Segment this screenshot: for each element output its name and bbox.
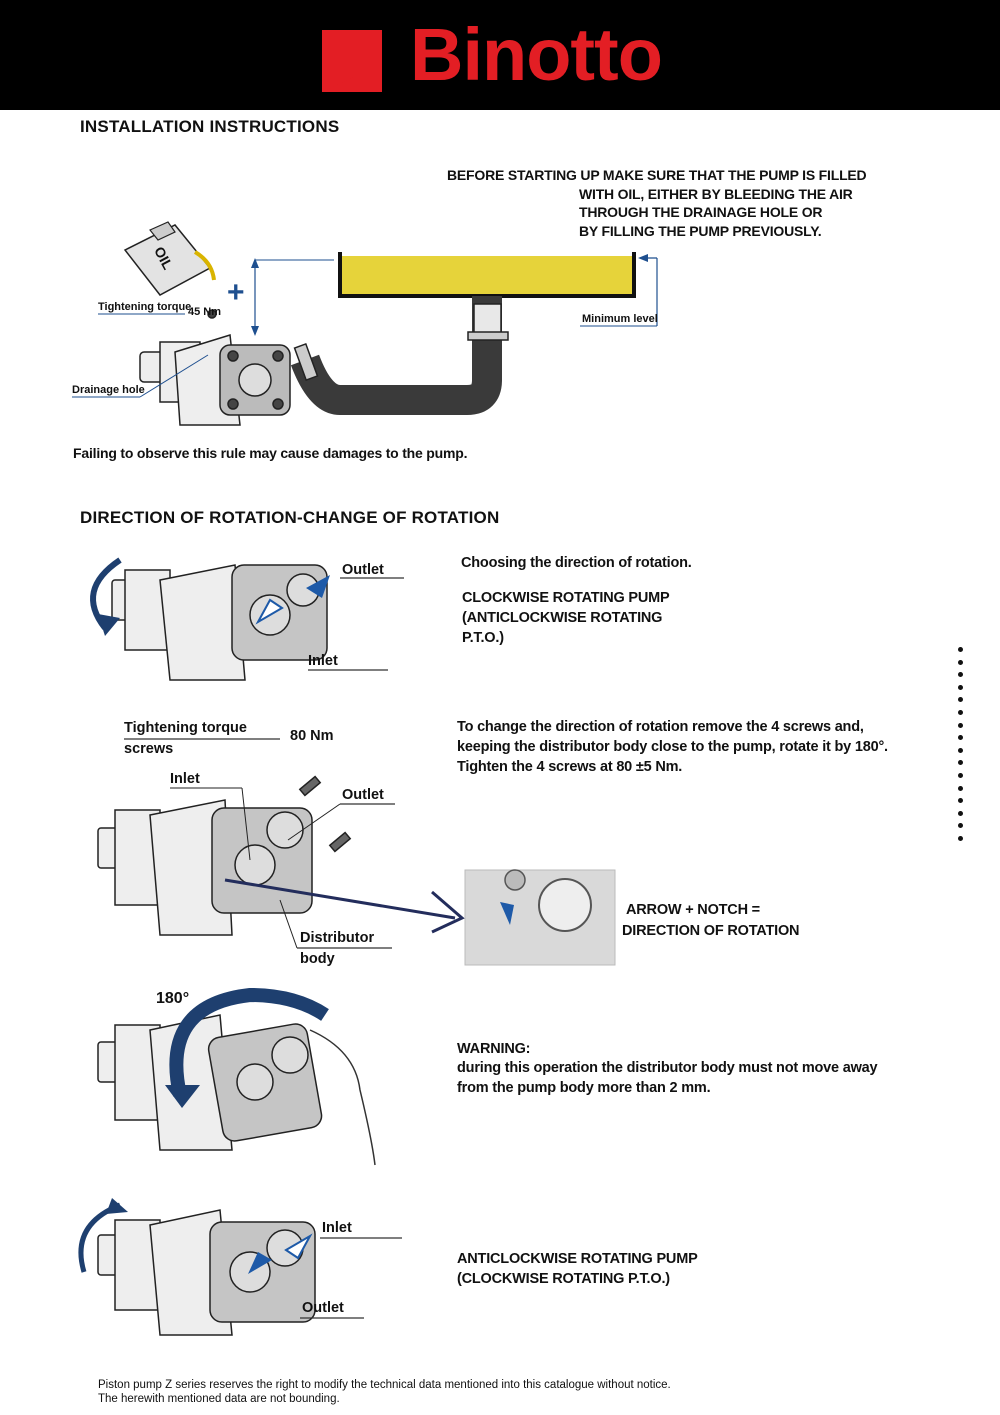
step2-torque-label: Tightening torque	[124, 720, 247, 736]
step1-line-3: P.T.O.)	[462, 630, 504, 646]
suction-hose	[290, 296, 502, 415]
oil-can-icon	[123, 221, 216, 296]
minimum-level-label: Minimum level	[582, 313, 658, 325]
step1-outlet-label: Outlet	[342, 562, 384, 578]
rotation-title: DIRECTION OF ROTATION-CHANGE OF ROTATION	[80, 508, 500, 527]
step1-inlet-label: Inlet	[308, 653, 338, 669]
step2-instruction-1: To change the direction of rotation remo…	[457, 719, 864, 735]
footer-line-1: Piston pump Z series reserves the right …	[98, 1379, 671, 1391]
step1-line-2: (ANTICLOCKWISE ROTATING	[462, 610, 663, 626]
step4-outlet-label: Outlet	[302, 1300, 344, 1316]
step2-screws-label: screws	[124, 741, 174, 757]
distributor-label-2: body	[300, 951, 335, 967]
brand-name: Binotto	[410, 13, 663, 96]
pump-rotating-distributor-illustration	[97, 1014, 376, 1166]
fill-note-line-4: BY FILLING THE PUMP PREVIOUSLY.	[579, 223, 822, 239]
warning-line-2: from the pump body more than 2 mm.	[457, 1080, 711, 1096]
oil-tank-fill	[342, 256, 632, 294]
rotation-arrow-clockwise	[90, 557, 122, 630]
step4-inlet-label: Inlet	[322, 1220, 352, 1236]
step2-outlet-label: Outlet	[342, 787, 384, 803]
warning-line-1: during this operation the distributor bo…	[457, 1060, 878, 1076]
arrow-notch-detail-image	[464, 869, 616, 966]
pump-anticlockwise-illustration	[97, 1209, 316, 1336]
fill-note-line-2: WITH OIL, EITHER BY BLEEDING THE AIR	[579, 186, 853, 202]
pump-body-illustration	[139, 309, 291, 426]
installation-diagram	[72, 221, 658, 426]
hose-clamp	[467, 331, 509, 341]
step2-instruction-2: keeping the distributor body close to th…	[457, 739, 888, 755]
plus-sign: +	[227, 276, 245, 309]
tightening-torque-label: Tightening torque	[98, 301, 192, 313]
header-bar	[0, 0, 1000, 110]
angle-180-label: 180°	[156, 990, 190, 1007]
side-dot-column	[958, 647, 963, 849]
binotto-logo-mark	[322, 30, 382, 92]
detail-line-2: DIRECTION OF ROTATION	[622, 923, 800, 939]
detail-pointer-arrow	[224, 878, 456, 920]
rotation-180-arrow	[169, 987, 329, 1097]
distributor-label-1: Distributor	[300, 930, 375, 946]
torque-value-45: 45 Nm	[188, 306, 222, 318]
detail-line-1: ARROW + NOTCH =	[626, 902, 760, 918]
pump-exploded-illustration	[97, 775, 352, 936]
step2-inlet-label: Inlet	[170, 771, 200, 787]
rotation-diagrams	[78, 557, 616, 1336]
installation-title: INSTALLATION INSTRUCTIONS	[80, 117, 340, 136]
drainage-hole-label: Drainage hole	[72, 384, 145, 396]
warning-title: WARNING:	[457, 1041, 531, 1057]
step4-line-1: ANTICLOCKWISE ROTATING PUMP	[457, 1251, 698, 1267]
step4-line-2: (CLOCKWISE ROTATING P.T.O.)	[457, 1271, 670, 1287]
fill-note-line-3: THROUGH THE DRAINAGE HOLE OR	[579, 204, 823, 220]
step2-torque-value: 80 Nm	[290, 728, 334, 744]
step1-heading: Choosing the direction of rotation.	[461, 555, 692, 571]
installation-warning: Failing to observe this rule may cause d…	[73, 445, 468, 461]
step2-instruction-3: Tighten the 4 screws at 80 ±5 Nm.	[457, 759, 683, 775]
step1-line-1: CLOCKWISE ROTATING PUMP	[462, 590, 670, 606]
footer-line-2: The herewith mentioned data are not boun…	[98, 1393, 340, 1405]
fill-note-line-1: BEFORE STARTING UP MAKE SURE THAT THE PU…	[447, 167, 867, 183]
pump-clockwise-illustration	[111, 564, 328, 681]
